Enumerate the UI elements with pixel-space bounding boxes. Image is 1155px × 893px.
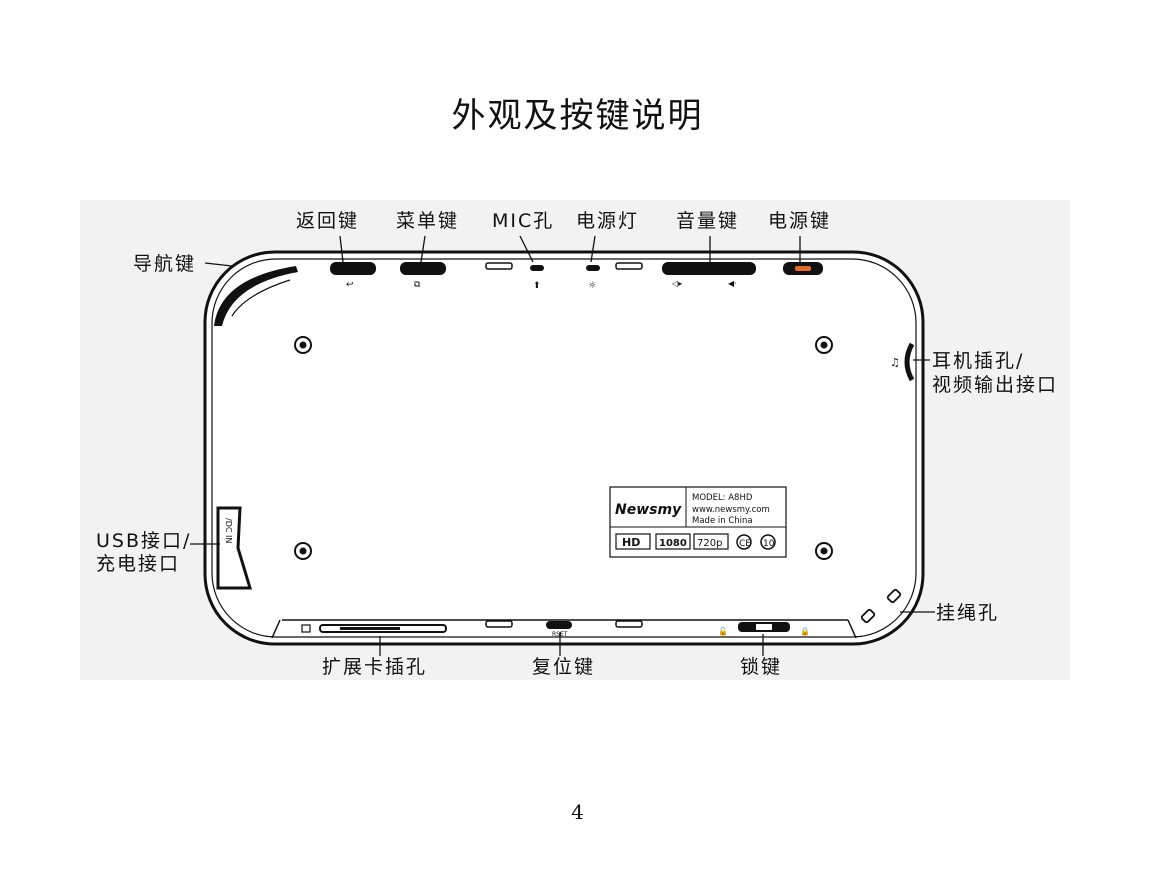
mic-hole-shape [530,265,544,271]
label-volume-key: 音量键 [676,210,740,232]
label-power-key: 电源键 [768,210,832,232]
model-text: MODEL: A8HD [692,493,753,503]
label-card-slot: 扩展卡插孔 [322,656,428,678]
label-reset-key: 复位键 [532,656,596,678]
label-earphone-line1: 耳机插孔/ [932,350,1025,372]
label-power-light: 电源灯 [576,210,640,232]
screw-tr [815,336,833,354]
badge-1080: 1080 [659,538,687,549]
label-earphone-line2: 视频输出接口 [932,374,1059,396]
top-slot-2 [615,262,643,270]
device-body-outline [203,250,925,646]
svg-text:☼: ☼ [588,281,596,291]
svg-text:🔒: 🔒 [800,627,810,636]
reset-button-shape [546,621,572,629]
brand-text: Newsmy [615,502,682,518]
nav-key-shape [214,266,298,326]
svg-text:CE: CE [739,539,751,549]
page-number: 4 [571,800,584,824]
lanyard-hole-2 [860,608,876,624]
top-slot-1 [485,262,513,270]
svg-text:⬆: ⬆ [533,281,541,291]
svg-text:/DC IN: /DC IN [224,518,233,543]
label-lock-key: 锁键 [740,656,783,678]
origin-text: Made in China [692,516,753,526]
svg-text:10: 10 [763,539,775,549]
label-mic-hole: MIC孔 [492,210,555,232]
badge-720p: 720p [697,538,722,549]
screw-br [815,542,833,560]
rating-label: Newsmy MODEL: A8HD www.newsmy.com Made i… [609,486,787,558]
svg-text:◁▸: ◁▸ [671,279,682,288]
screw-bl [294,542,312,560]
label-usb-line1: USB接口/ [96,530,192,552]
label-menu-key: 菜单键 [396,210,460,232]
device-body-inner [211,258,917,638]
page-title: 外观及按键说明 [451,96,704,136]
bottom-slot-2 [615,620,643,628]
svg-text:◀·: ◀· [728,279,737,288]
label-usb-line2: 充电接口 [96,553,181,575]
card-slot-shape [319,624,447,633]
label-nav-key: 导航键 [133,253,197,275]
svg-text:🔓: 🔓 [718,626,728,636]
menu-button-shape [400,262,446,275]
usb-port-shape [216,506,253,590]
svg-text:⧉: ⧉ [414,280,421,290]
label-back-key: 返回键 [296,210,360,232]
leader-lines [190,235,935,656]
svg-text:↩: ↩ [346,280,354,290]
screw-tl [294,336,312,354]
lanyard-hole-1 [886,588,902,604]
website-text: www.newsmy.com [692,505,770,515]
bottom-slot-1 [485,620,513,628]
back-button-shape [330,262,376,275]
label-lanyard-hole: 挂绳孔 [936,602,1000,624]
svg-text:♫: ♫ [890,356,900,369]
volume-button-shape [662,262,756,275]
power-light-shape [586,265,600,271]
earphone-jack-shape [904,342,915,382]
badge-hd: HD [622,536,640,549]
